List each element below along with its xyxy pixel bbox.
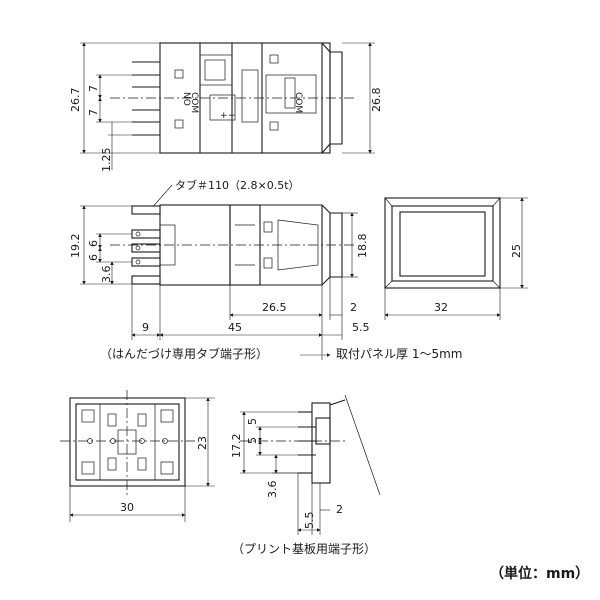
led-neg-mark: − — [228, 111, 236, 121]
unit-label: （単位：mm） — [490, 565, 589, 582]
no-mark: NO — [181, 92, 191, 106]
dim-lead-offset: 1.25 — [100, 148, 113, 173]
dim-side-pitch-b: 6 — [87, 254, 100, 261]
dim-side-lead: 3.6 — [100, 266, 113, 284]
tab-terminal-caption: （はんだづけ専用タブ端子形） — [100, 346, 268, 361]
front-view: 25 32 — [384, 197, 528, 320]
pcb-terminal-caption: （プリント基板用端子形） — [232, 542, 376, 556]
side-view: タブ＃110（2.8×0.5t） 19.2 6 — [69, 178, 462, 361]
dim-len-panel: 5.5 — [352, 321, 370, 334]
com-mark: COM — [189, 92, 199, 113]
dim-pcb-width: 30 — [120, 501, 134, 514]
dim-front-height: 25 — [510, 244, 523, 258]
top-view: NO COM COM + − 26.7 7 7 1.25 26.8 — [69, 42, 383, 173]
com2-mark: COM — [293, 92, 303, 113]
dim-len-tab: 9 — [142, 321, 149, 334]
dim-side-pitch-a: 6 — [87, 240, 100, 247]
pcb-view: 23 30 — [60, 390, 215, 522]
dim-front-width: 32 — [434, 301, 448, 314]
dim-pcb-height: 23 — [196, 436, 209, 450]
dim-pcb-side-front: 2 — [336, 503, 343, 516]
dim-len-mid: 26.5 — [262, 301, 287, 314]
panel-thickness-note: 取付パネル厚 1〜5mm — [336, 347, 462, 361]
pcb-side-view: 17.2 5 5 3.6 2 5.5 — [230, 394, 381, 535]
dim-pitch-upper: 7 — [87, 85, 100, 92]
led-pos-mark: + — [220, 111, 228, 121]
dim-height-left: 26.7 — [69, 88, 82, 113]
dim-pcb-side-panel: 5.5 — [303, 512, 316, 530]
dim-height-right: 26.8 — [370, 88, 383, 113]
dim-len-front: 2 — [350, 301, 357, 314]
dim-pcb-side-pitch-b: 5 — [246, 437, 259, 444]
dim-len-body: 45 — [228, 321, 242, 334]
dim-pcb-side-height: 17.2 — [230, 434, 243, 459]
tab-note: タブ＃110（2.8×0.5t） — [175, 178, 300, 192]
dim-pcb-side-pitch-a: 5 — [246, 418, 259, 425]
dim-pitch-lower: 7 — [87, 109, 100, 116]
dim-panel-height: 18.8 — [356, 234, 369, 259]
dim-side-height: 19.2 — [69, 234, 82, 259]
dim-pcb-side-lead: 3.6 — [266, 481, 279, 499]
